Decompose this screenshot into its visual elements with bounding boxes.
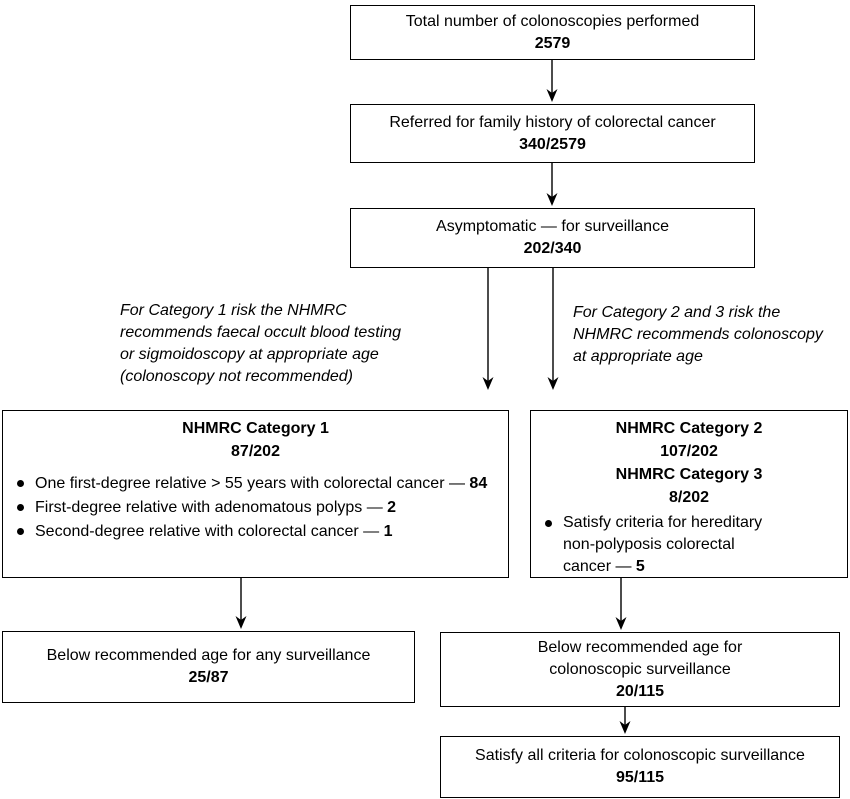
note-line: For Category 1 risk the NHMRC xyxy=(120,302,347,319)
bullet-count: 5 xyxy=(635,558,645,575)
box-below-age-colonoscopic-surveillance: Below recommended age for colonoscopic s… xyxy=(440,632,840,707)
bullet-text: Second-degree relative with colorectal c… xyxy=(35,520,393,544)
box-value: 95/115 xyxy=(615,769,665,786)
note-line: or sigmoidoscopy at appropriate age xyxy=(120,346,379,363)
arrow-below-colonoscopic-to-satisfy-all xyxy=(619,707,631,734)
arrow-total-to-referred xyxy=(546,60,558,102)
box-label: Asymptomatic — for surveillance xyxy=(436,218,669,235)
box-value: 87/202 xyxy=(231,443,280,460)
box-asymptomatic-surveillance: Asymptomatic — for surveillance 202/340 xyxy=(350,208,755,268)
arrow-asymptomatic-to-category1 xyxy=(482,268,494,390)
box-value: 2579 xyxy=(534,34,571,52)
box-label: Below recommended age for any surveillan… xyxy=(46,647,371,664)
bullet-item: Second-degree relative with colorectal c… xyxy=(17,520,508,544)
category1-bullet-list: One first-degree relative > 55 years wit… xyxy=(3,472,508,544)
bullet-item: One first-degree relative > 55 years wit… xyxy=(17,472,508,496)
note-line: at appropriate age xyxy=(573,348,703,365)
bullet-icon xyxy=(17,480,24,487)
box-title: NHMRC Category 1 xyxy=(182,420,329,437)
category23-bullet-list: Satisfy criteria for hereditary non-poly… xyxy=(531,512,847,578)
box-label: Satisfy all criteria for colonoscopic su… xyxy=(475,747,805,764)
box-value: 20/115 xyxy=(615,682,665,700)
box-title: NHMRC Category 3 xyxy=(615,466,763,483)
note-line: recommends faecal occult blood testing xyxy=(120,324,402,341)
note-category1-recommendation: For Category 1 risk the NHMRC recommends… xyxy=(120,300,460,388)
box-below-age-any-surveillance: Below recommended age for any surveillan… xyxy=(2,631,415,703)
box-label: Referred for family history of colorecta… xyxy=(389,113,716,131)
box-value: 25/87 xyxy=(188,669,229,686)
box-value: 202/340 xyxy=(523,240,582,257)
box-label: Total number of colonoscopies performed xyxy=(405,12,700,30)
bullet-text: One first-degree relative > 55 years wit… xyxy=(35,472,487,496)
box-label: Below recommended age for colonoscopic s… xyxy=(537,638,743,678)
box-value: 107/202 xyxy=(660,443,718,460)
note-line: For Category 2 and 3 risk the xyxy=(573,304,781,321)
box-value: 340/2579 xyxy=(519,135,586,153)
bullet-label: Satisfy criteria for hereditary non-poly… xyxy=(563,514,763,575)
box-value: 8/202 xyxy=(668,489,710,506)
bullet-icon xyxy=(17,528,24,535)
arrow-category23-to-below-colonoscopic xyxy=(615,578,627,630)
arrow-category1-to-below-any xyxy=(235,578,247,629)
box-satisfy-all-criteria: Satisfy all criteria for colonoscopic su… xyxy=(440,736,840,798)
note-category23-recommendation: For Category 2 and 3 risk the NHMRC reco… xyxy=(573,302,850,368)
note-line: (colonoscopy not recommended) xyxy=(120,368,354,385)
bullet-icon xyxy=(545,520,552,527)
box-referred-family-history: Referred for family history of colorecta… xyxy=(350,104,755,163)
bullet-text: First-degree relative with adenomatous p… xyxy=(35,496,396,520)
arrow-referred-to-asymptomatic xyxy=(546,163,558,206)
note-line: NHMRC recommends colonoscopy xyxy=(573,326,823,343)
box-nhmrc-category2-3: NHMRC Category 2 107/202 NHMRC Category … xyxy=(530,410,848,578)
bullet-count: 84 xyxy=(469,475,488,492)
bullet-item: First-degree relative with adenomatous p… xyxy=(17,496,508,520)
bullet-count: 1 xyxy=(383,523,393,540)
box-title: NHMRC Category 2 xyxy=(615,420,763,437)
arrow-asymptomatic-to-category23 xyxy=(547,268,559,390)
bullet-count: 2 xyxy=(387,499,397,516)
bullet-item: Satisfy criteria for hereditary non-poly… xyxy=(545,512,847,578)
box-nhmrc-category1: NHMRC Category 1 87/202 One first-degree… xyxy=(2,410,509,578)
box-total-colonoscopies: Total number of colonoscopies performed … xyxy=(350,5,755,60)
bullet-text: Satisfy criteria for hereditary non-poly… xyxy=(563,512,785,578)
bullet-label: First-degree relative with adenomatous p… xyxy=(35,499,388,516)
bullet-label: One first-degree relative > 55 years wit… xyxy=(35,475,470,492)
bullet-icon xyxy=(17,504,24,511)
bullet-label: Second-degree relative with colorectal c… xyxy=(35,523,384,540)
